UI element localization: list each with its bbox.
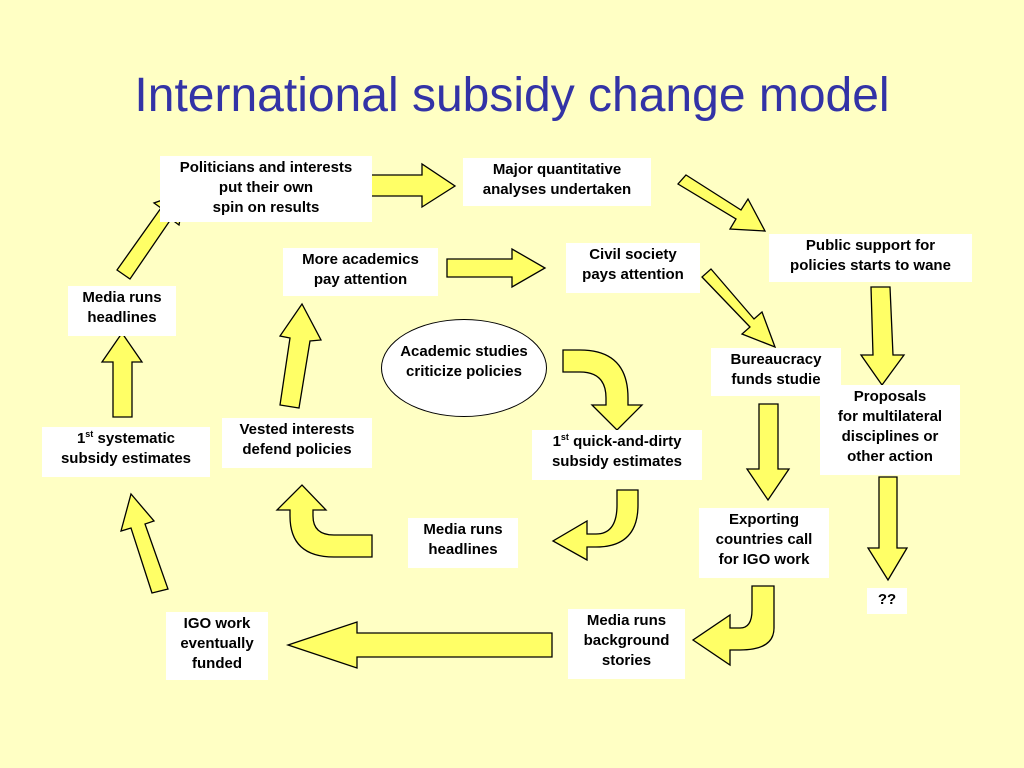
arrow-bureaucracy-to-exporting xyxy=(745,403,791,502)
box-exporting-countries: Exporting countries call for IGO work xyxy=(699,508,829,578)
arrow-public-support-to-proposals xyxy=(859,286,906,387)
box-question-marks: ?? xyxy=(867,588,907,614)
box-media-headlines-center: Media runs headlines xyxy=(408,518,518,568)
arrow-proposals-to-question xyxy=(866,476,909,582)
arrow-systematic-to-media-headlines xyxy=(100,331,144,418)
arrow-quick-to-media-headlines xyxy=(551,489,639,562)
box-civil-society: Civil society pays attention xyxy=(566,243,700,293)
box-proposals: Proposals for multilateral disciplines o… xyxy=(820,385,960,475)
arrow-exporting-to-media-background xyxy=(691,585,775,667)
arrow-analyses-to-public-support xyxy=(676,174,767,232)
box-vested-interests: Vested interests defend policies xyxy=(222,418,372,468)
arrow-media-headlines-to-vested xyxy=(275,484,373,558)
slide-title: International subsidy change model xyxy=(134,69,890,122)
arrow-igo-to-systematic xyxy=(120,492,169,594)
box-politicians-interests: Politicians and interests put their own … xyxy=(160,156,372,222)
arrow-civil-society-to-bureaucracy xyxy=(701,268,777,349)
box-bureaucracy: Bureaucracy funds studie xyxy=(711,348,841,396)
arrow-vested-to-more-academics xyxy=(278,302,323,409)
box-media-headlines-left: Media runs headlines xyxy=(68,286,176,336)
box-major-analyses: Major quantitative analyses undertaken xyxy=(463,158,651,206)
box-public-support: Public support for policies starts to wa… xyxy=(769,234,972,282)
arrow-media-background-to-igo xyxy=(285,621,553,669)
arrow-academic-to-quick-estimates xyxy=(562,349,644,431)
box-igo-funded: IGO work eventually funded xyxy=(166,612,268,680)
box-media-background: Media runs background stories xyxy=(568,609,685,679)
box-more-academics: More academics pay attention xyxy=(283,248,438,296)
box-systematic-estimates: 1st systematic subsidy estimates xyxy=(42,427,210,477)
ellipse-academic-studies: Academic studies criticize policies xyxy=(381,319,547,417)
box-quick-estimates: 1st quick-and-dirty subsidy estimates xyxy=(532,430,702,480)
arrow-academics-to-civil-society xyxy=(446,247,547,289)
